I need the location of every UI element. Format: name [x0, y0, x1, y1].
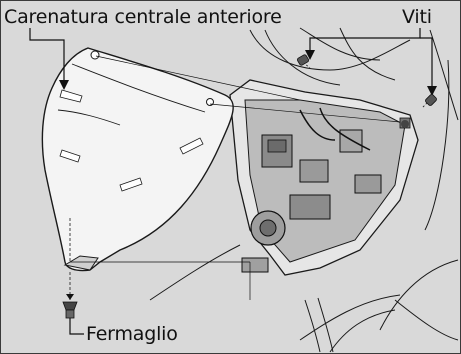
screw-right: [422, 94, 437, 108]
front-center-fairing: [42, 48, 233, 271]
lower-chain: [305, 298, 333, 352]
nose-housing: [230, 80, 418, 275]
label-front-center-fairing: Carenatura centrale anteriore: [4, 6, 282, 28]
label-clip: Fermaglio: [86, 323, 178, 345]
label-screws: Viti: [402, 6, 432, 28]
clip: [63, 272, 77, 318]
